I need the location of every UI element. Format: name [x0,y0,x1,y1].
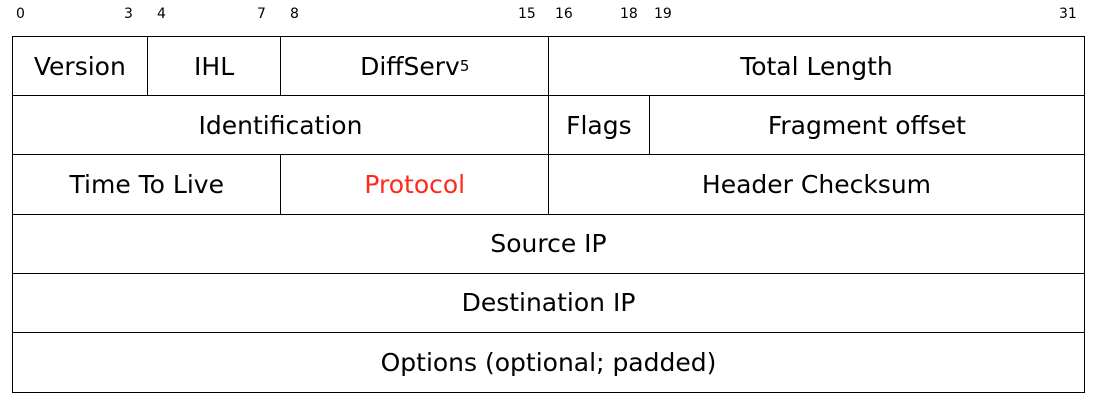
field-source-ip-label: Source IP [490,229,607,259]
bit-label-8: 8 [290,6,299,22]
bit-label-4: 4 [157,6,166,22]
bit-label-31: 31 [1059,6,1077,22]
field-ihl-label: IHL [194,51,235,81]
field-flags-label: Flags [566,110,632,140]
field-total-length: Total Length [548,37,1084,97]
field-protocol: Protocol [281,155,549,215]
field-version: Version [13,37,148,97]
bit-label-19: 19 [654,6,672,22]
field-identification: Identification [13,96,549,156]
field-version-label: Version [33,51,126,81]
field-diffserv-label: DiffServ [360,51,460,81]
field-identification-label: Identification [198,110,363,140]
field-total-length-label: Total Length [740,51,893,81]
bit-label-16: 16 [555,6,573,22]
field-options: Options (optional; padded) [13,333,1084,392]
field-destination-ip: Destination IP [13,274,1084,333]
field-flags: Flags [548,96,650,156]
bit-label-0: 0 [16,6,25,22]
bit-label-18: 18 [620,6,638,22]
bit-ruler: 0 3 4 7 8 15 16 18 19 31 [0,0,1097,36]
field-ttl-label: Time To Live [69,169,224,199]
field-header-checksum-label: Header Checksum [701,169,932,199]
field-source-ip: Source IP [13,215,1084,274]
bit-label-7: 7 [257,6,266,22]
field-fragment-offset-label: Fragment offset [767,110,966,140]
field-ihl: IHL [147,37,282,97]
field-options-label: Options (optional; padded) [380,347,717,377]
bit-label-3: 3 [124,6,133,22]
field-ttl: Time To Live [13,155,282,215]
field-destination-ip-label: Destination IP [461,288,636,318]
footnote-marker: 5 [459,57,470,76]
field-protocol-label: Protocol [364,169,466,199]
bit-label-15: 15 [518,6,536,22]
field-fragment-offset: Fragment offset [649,96,1084,156]
field-header-checksum: Header Checksum [548,155,1084,215]
